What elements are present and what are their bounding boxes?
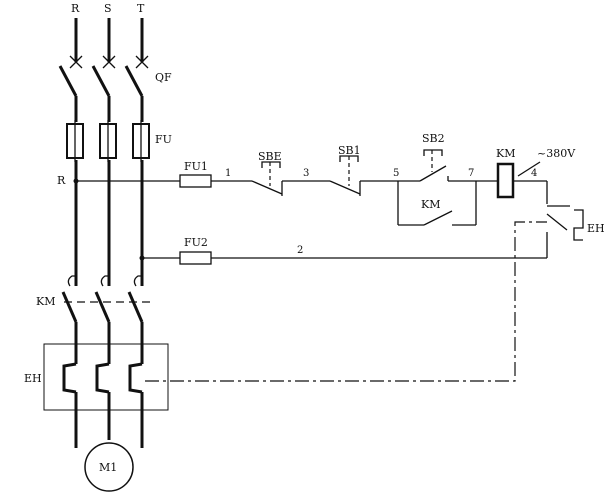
km-aux-contact <box>397 181 477 226</box>
sb2-label: SB2 <box>422 132 445 145</box>
eh-thermal-relay <box>43 343 169 411</box>
motor-label: M1 <box>99 461 117 474</box>
sb1-switch <box>329 155 398 196</box>
km-coil <box>496 162 515 199</box>
control-circuit: R FU1 1 SBE 3 SB1 5 <box>57 132 605 382</box>
node-3: 3 <box>303 168 309 179</box>
eh-left-label: EH <box>24 372 42 385</box>
node-5: 5 <box>393 168 399 179</box>
fu1-label: FU1 <box>184 160 208 173</box>
fu2-fuse <box>179 251 212 265</box>
eh-right-label: EH <box>587 222 605 235</box>
eh-nc-contact <box>546 181 584 258</box>
qf-breaker <box>58 55 149 97</box>
sbe-label: SBE <box>258 150 282 163</box>
fu-fuses <box>66 120 150 162</box>
motor <box>84 442 134 492</box>
fu1-fuse <box>179 174 212 188</box>
node-7: 7 <box>468 168 474 179</box>
r-node-label: R <box>57 174 66 187</box>
main-circuit: QF FU KM <box>24 18 172 492</box>
node-4: 4 <box>531 168 537 179</box>
phase-label-r: R <box>71 2 80 15</box>
km-main-label: KM <box>36 295 55 308</box>
eh-mechanical-linkage <box>145 221 547 382</box>
km-main-contacts <box>61 291 152 323</box>
sb2-switch <box>398 149 498 182</box>
qf-label: QF <box>155 71 172 84</box>
phase-label-s: S <box>104 2 112 15</box>
voltage-label: ~380V <box>537 147 576 160</box>
fu-label: FU <box>155 133 172 146</box>
fu2-label: FU2 <box>184 236 208 249</box>
phase-label-t: T <box>137 2 145 15</box>
sbe-switch <box>251 161 330 196</box>
node-1: 1 <box>225 168 231 179</box>
node-2: 2 <box>297 245 303 256</box>
km-aux-label: KM <box>421 198 440 211</box>
km-coil-label: KM <box>496 147 515 160</box>
sb1-label: SB1 <box>338 144 361 157</box>
